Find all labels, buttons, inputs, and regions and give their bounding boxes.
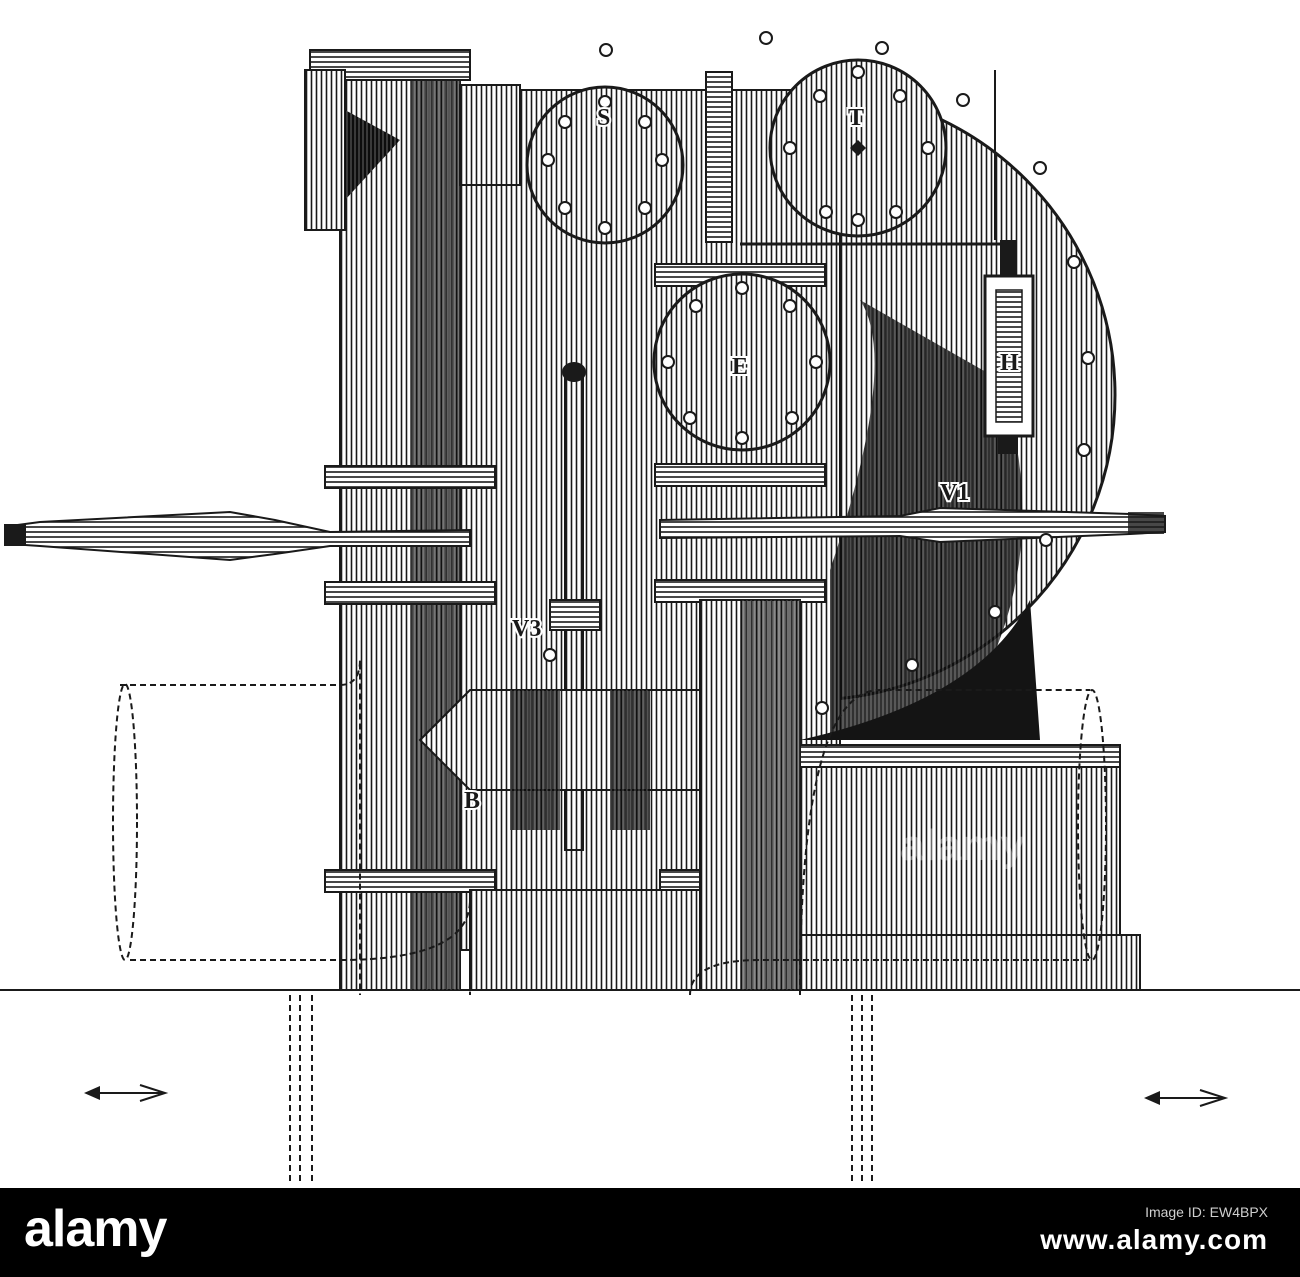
label-v3: V3 <box>512 616 541 642</box>
inlet-arrow-icon <box>1144 1089 1229 1107</box>
cover-plate-e <box>652 272 832 452</box>
outlet-arrow-icon <box>84 1084 169 1102</box>
label-s: S <box>597 105 610 131</box>
footer-site[interactable]: www.alamy.com <box>1040 1224 1268 1255</box>
label-v1: V1 <box>940 480 969 506</box>
gauge-glass-h <box>983 240 1035 454</box>
footer-meta: Image ID: EW4BPX www.alamy.com <box>968 1202 1268 1258</box>
valve-chest-b <box>418 689 747 830</box>
bolts <box>541 31 1095 715</box>
linkage-bars <box>705 70 1000 246</box>
stock-footer-bar: alamy Image ID: EW4BPX www.alamy.com <box>0 1188 1300 1277</box>
base-blocks <box>469 599 1141 991</box>
label-b: B <box>464 788 480 814</box>
underground-pipes <box>112 659 1107 1185</box>
label-e: E <box>732 354 748 380</box>
spindle-rod <box>4 506 1166 562</box>
label-h: H <box>1000 350 1019 376</box>
footer-caption: Image ID: EW4BPX <box>1145 1204 1268 1220</box>
watermark-text: alamy <box>900 821 1025 870</box>
pump-engine-engraving: S T E H V1 V3 B alamy <box>0 31 1300 1185</box>
cover-plate-t <box>768 58 948 238</box>
label-t: T <box>848 105 864 131</box>
alamy-logo-text: alamy <box>24 1200 167 1258</box>
alamy-logo[interactable]: alamy <box>24 1198 167 1260</box>
